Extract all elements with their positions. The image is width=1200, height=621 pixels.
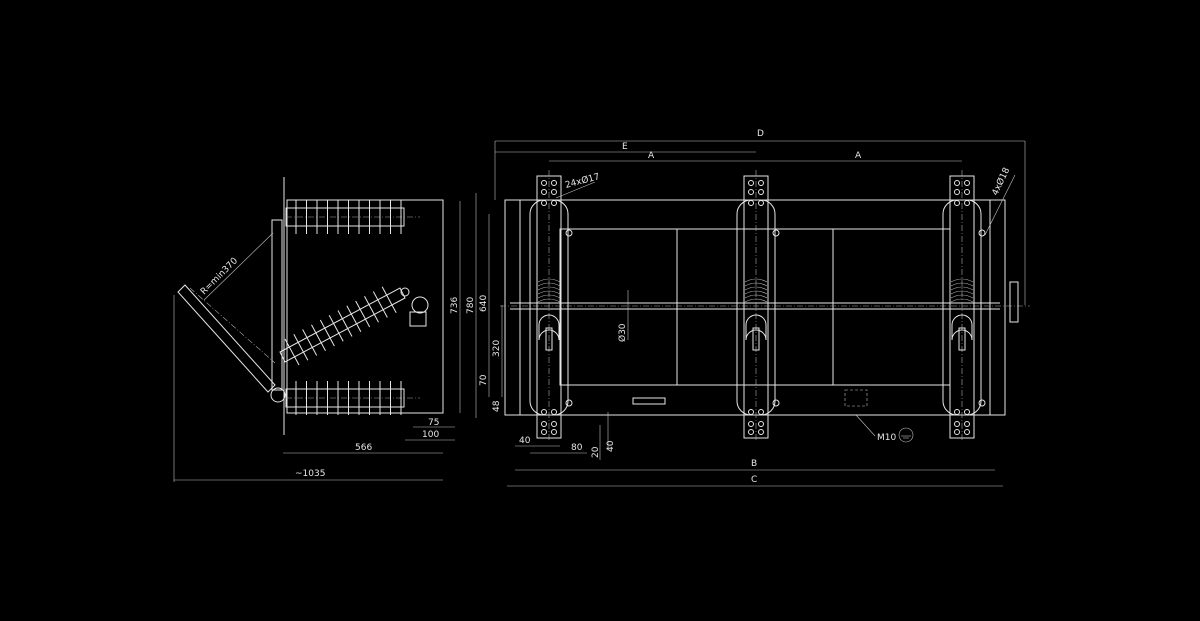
dim-A-2: A	[855, 151, 862, 161]
dim-C: C	[751, 475, 757, 485]
terminal-holes-label: 24xØ17	[564, 171, 601, 191]
dim-566: 566	[355, 443, 372, 453]
insulator-shed	[284, 338, 300, 366]
dim-40-a: 40	[519, 436, 531, 446]
insulator-shed	[346, 305, 362, 332]
dim-780: 780	[466, 297, 476, 314]
dim-1035: ~1035	[295, 469, 325, 479]
dim-80: 80	[571, 443, 583, 453]
pole-1	[529, 170, 573, 442]
insulator-shed	[337, 310, 353, 337]
insulator-shed	[355, 300, 371, 328]
insulator-shed	[364, 296, 379, 323]
radius-label: R=min370	[199, 256, 240, 297]
insulator-shed	[328, 315, 344, 342]
insulator-shed	[293, 334, 309, 361]
insulator-shed	[302, 329, 318, 356]
ground-icon	[898, 427, 914, 443]
dim-E: E	[622, 142, 628, 152]
dim-640: 640	[479, 295, 489, 312]
side-view: R=min370 736 780 640 320 70 48 75 100 56…	[173, 177, 503, 482]
dim-48: 48	[492, 400, 502, 412]
insulator-shed	[381, 286, 397, 313]
insulator-shed	[319, 319, 335, 347]
shaft-diameter-label: Ø30	[617, 323, 628, 342]
contact	[545, 327, 553, 351]
dim-70: 70	[479, 374, 489, 386]
diagonal-insulator	[279, 286, 406, 366]
dim-B: B	[751, 459, 757, 469]
dim-20: 20	[591, 446, 601, 458]
lower-insulator	[285, 381, 420, 415]
dim-D: D	[757, 129, 764, 139]
dim-320: 320	[492, 340, 502, 357]
pole-2	[736, 170, 780, 442]
insulator-shed	[311, 324, 326, 351]
contact	[958, 327, 966, 351]
front-view: M10 D E A A 24xØ17 4xØ18 Ø30 40 80 20 40…	[494, 129, 1030, 487]
dim-A-1: A	[648, 151, 655, 161]
pole-3	[942, 170, 986, 442]
insulator-shed	[372, 291, 388, 318]
dim-736: 736	[450, 297, 460, 314]
mount-holes-label: 4xØ18	[990, 166, 1013, 198]
dim-100: 100	[422, 430, 439, 440]
ground-label: M10	[877, 433, 896, 443]
upper-insulator	[285, 200, 420, 234]
dim-40-b: 40	[606, 440, 616, 452]
dim-75: 75	[428, 418, 439, 428]
contact	[752, 327, 760, 351]
